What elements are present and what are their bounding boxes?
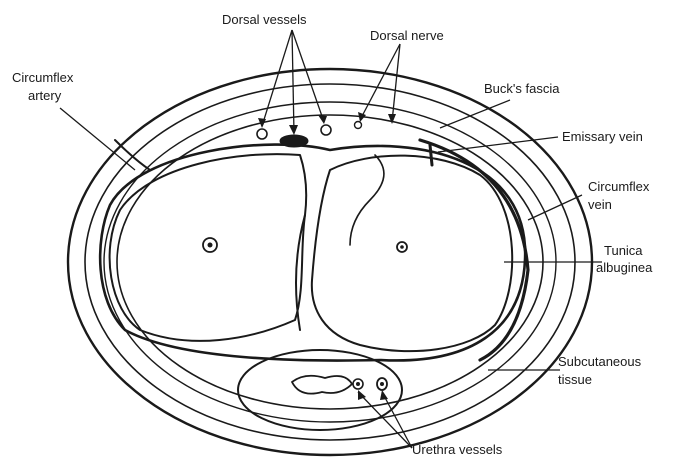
leader-urethra-vessels [358, 390, 412, 448]
label-tunica-2: albuginea [596, 260, 653, 275]
label-tunica-1: Tunica [604, 243, 643, 258]
corpus-cavernosum-left [110, 154, 307, 341]
dorsal-artery-left [257, 129, 267, 139]
skin-inner [85, 84, 575, 440]
label-emissary-vein: Emissary vein [562, 129, 643, 144]
dorsal-artery-right [321, 125, 331, 135]
corpus-cavernosum-right [312, 156, 512, 352]
label-dorsal-nerve: Dorsal nerve [370, 28, 444, 43]
urethra-vessel-left [353, 379, 363, 389]
label-circumflex-artery-2: artery [28, 88, 62, 103]
leader-dorsal-vessels [258, 30, 327, 135]
dorsal-nerve-dot [355, 122, 362, 129]
emissary-vein-vessel [430, 145, 432, 165]
label-bucks-fascia: Buck's fascia [484, 81, 560, 96]
label-circumflex-vein-1: Circumflex [588, 179, 650, 194]
label-subcutaneous-2: tissue [558, 372, 592, 387]
deep-artery-left [203, 238, 217, 252]
label-circumflex-vein-2: vein [588, 197, 612, 212]
corpus-spongiosum [238, 350, 402, 430]
label-dorsal-vessels: Dorsal vessels [222, 12, 307, 27]
label-circumflex-artery-1: Circumflex [12, 70, 74, 85]
urethra-vessel-right [377, 378, 387, 390]
urethra [292, 376, 352, 394]
label-subcutaneous-1: Subcutaneous [558, 354, 642, 369]
tunica-albuginea [100, 145, 525, 361]
leader-dorsal-nerve [358, 44, 400, 124]
deep-artery-right [397, 242, 407, 252]
label-urethra-vessels: Urethra vessels [412, 442, 503, 457]
leader-circumflex-vein [528, 195, 582, 220]
dorsal-vein [280, 135, 308, 147]
leader-circumflex-artery [60, 108, 135, 170]
leader-emissary-vein [438, 137, 558, 152]
septum-notch [350, 155, 384, 245]
